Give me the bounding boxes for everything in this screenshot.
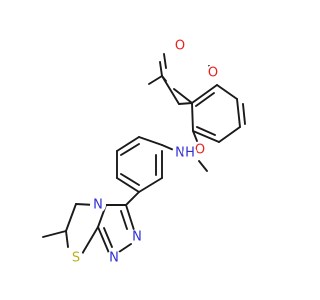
atom-thiazole-sulfur: S [68, 250, 84, 266]
bond [191, 102, 194, 132]
atom-label-o: O [195, 143, 205, 158]
bond [195, 92, 215, 107]
bond-layer [42, 53, 246, 255]
bond [192, 130, 198, 142]
atom-label-n: N [93, 198, 103, 213]
atom-label-layer: O O O N H N N N [68, 38, 221, 266]
bond [65, 203, 77, 232]
atom-label-o: O [175, 39, 185, 54]
bond [138, 177, 163, 193]
bond [118, 243, 132, 253]
bond [192, 130, 220, 143]
bond [159, 61, 163, 77]
atom-fused-nitrogen: N [90, 197, 106, 213]
atom-label-s: S [72, 251, 80, 266]
bond [42, 230, 67, 238]
bond [120, 143, 140, 156]
atom-label-n: N [109, 251, 119, 266]
bond [138, 136, 163, 146]
bond [97, 226, 110, 254]
atom-amide-nitrogen: N [172, 145, 188, 161]
bond [120, 173, 140, 186]
atom-label-h: H [185, 146, 195, 161]
bond [65, 230, 69, 248]
bond [125, 191, 140, 206]
bond [173, 88, 193, 104]
bond [120, 210, 128, 230]
bond [116, 177, 140, 193]
bond [242, 103, 246, 125]
bond [196, 126, 216, 136]
chemical-structure-diagram: O O O N H N N N [42, 38, 246, 266]
bond [103, 227, 113, 248]
atom-amide-hydrogen: H [183, 146, 197, 161]
bond [198, 160, 208, 172]
bond [191, 84, 218, 104]
atom-triazole-nitrogen-b: N [106, 250, 122, 266]
bond [218, 126, 241, 143]
bond [125, 204, 135, 231]
bond [236, 98, 241, 128]
atom-carbonyl-oxygen: O [172, 38, 188, 54]
atom-methoxy-oxygen-top: O [205, 65, 221, 81]
bond [163, 53, 167, 69]
bond [161, 75, 180, 105]
bond [116, 136, 140, 152]
atom-label-o: O [208, 66, 218, 81]
atom-label-n: N [132, 230, 142, 245]
atom-label-n: N [175, 146, 185, 161]
bond [81, 226, 99, 255]
bond [216, 84, 238, 100]
atom-triazole-nitrogen-a: N [129, 229, 145, 245]
bond [148, 75, 163, 85]
bond [178, 102, 193, 105]
